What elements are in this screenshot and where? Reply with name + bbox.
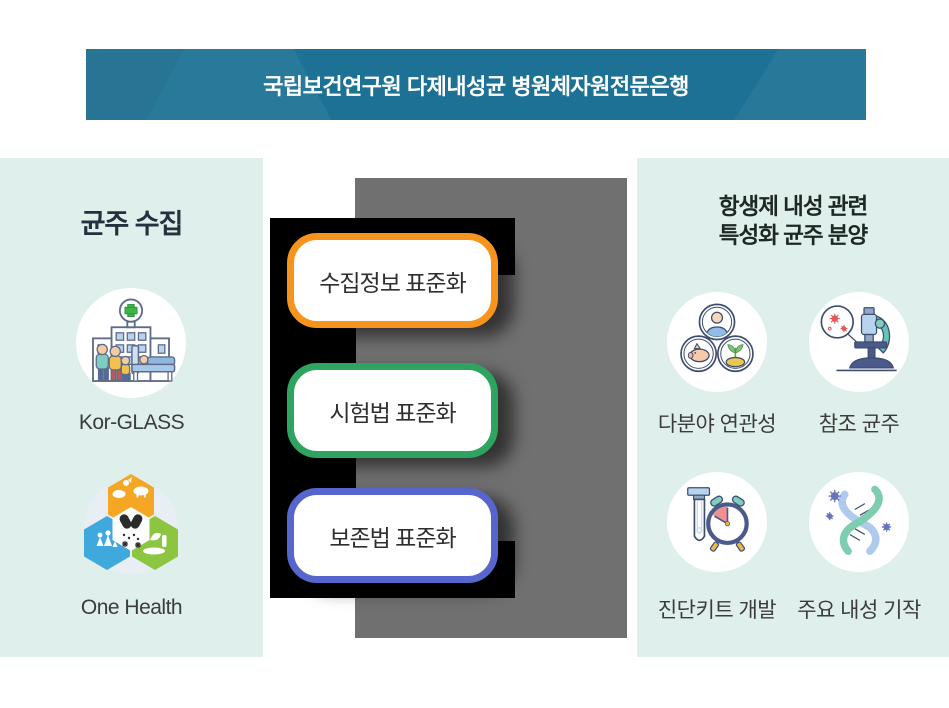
specialized-strain-distribution-panel: 항생제 내성 관련 특성화 균주 분양 xyxy=(637,158,949,657)
microscope-icon xyxy=(809,292,909,392)
step-label: 시험법 표준화 xyxy=(329,399,456,426)
one-health-label: One Health xyxy=(80,596,183,619)
header-banner: 국립보건연구원 다제내성균 병원체자원전문은행 xyxy=(86,49,866,120)
hospital-family-icon xyxy=(76,288,186,398)
reference-strain-label: 참조 균주 xyxy=(818,413,900,436)
diagnostic-kit-clock-icon xyxy=(667,472,767,572)
step-test-method-standardization: 시험법 표준화 xyxy=(287,363,498,458)
right-panel-title-line2: 특성화 균주 분양 xyxy=(718,223,868,248)
multi-sector-label: 다분야 연관성 xyxy=(657,413,777,436)
right-panel-title-line1: 항생제 내성 관련 xyxy=(718,194,868,219)
multi-sector-link-icon xyxy=(667,292,767,392)
kor-glass-label: Kor-GLASS xyxy=(78,411,185,434)
step-label: 수집정보 표준화 xyxy=(319,269,467,296)
resistance-mechanism-label: 주요 내성 기작 xyxy=(797,599,921,622)
step-collect-info-standardization: 수집정보 표준화 xyxy=(287,233,498,328)
left-panel-title: 균주 수집 xyxy=(80,209,184,239)
step-label: 보존법 표준화 xyxy=(329,524,456,551)
step-preservation-standardization: 보존법 표준화 xyxy=(287,488,498,583)
strain-collection-panel: 균주 수집 xyxy=(0,158,263,657)
dna-resistance-icon xyxy=(809,472,909,572)
page-title: 국립보건연구원 다제내성균 병원체자원전문은행 xyxy=(263,73,689,99)
right-panel-title: 항생제 내성 관련 특성화 균주 분양 xyxy=(637,192,949,250)
diagnostic-kit-label: 진단키트 개발 xyxy=(657,599,777,622)
one-health-hexagons-icon xyxy=(66,460,196,590)
